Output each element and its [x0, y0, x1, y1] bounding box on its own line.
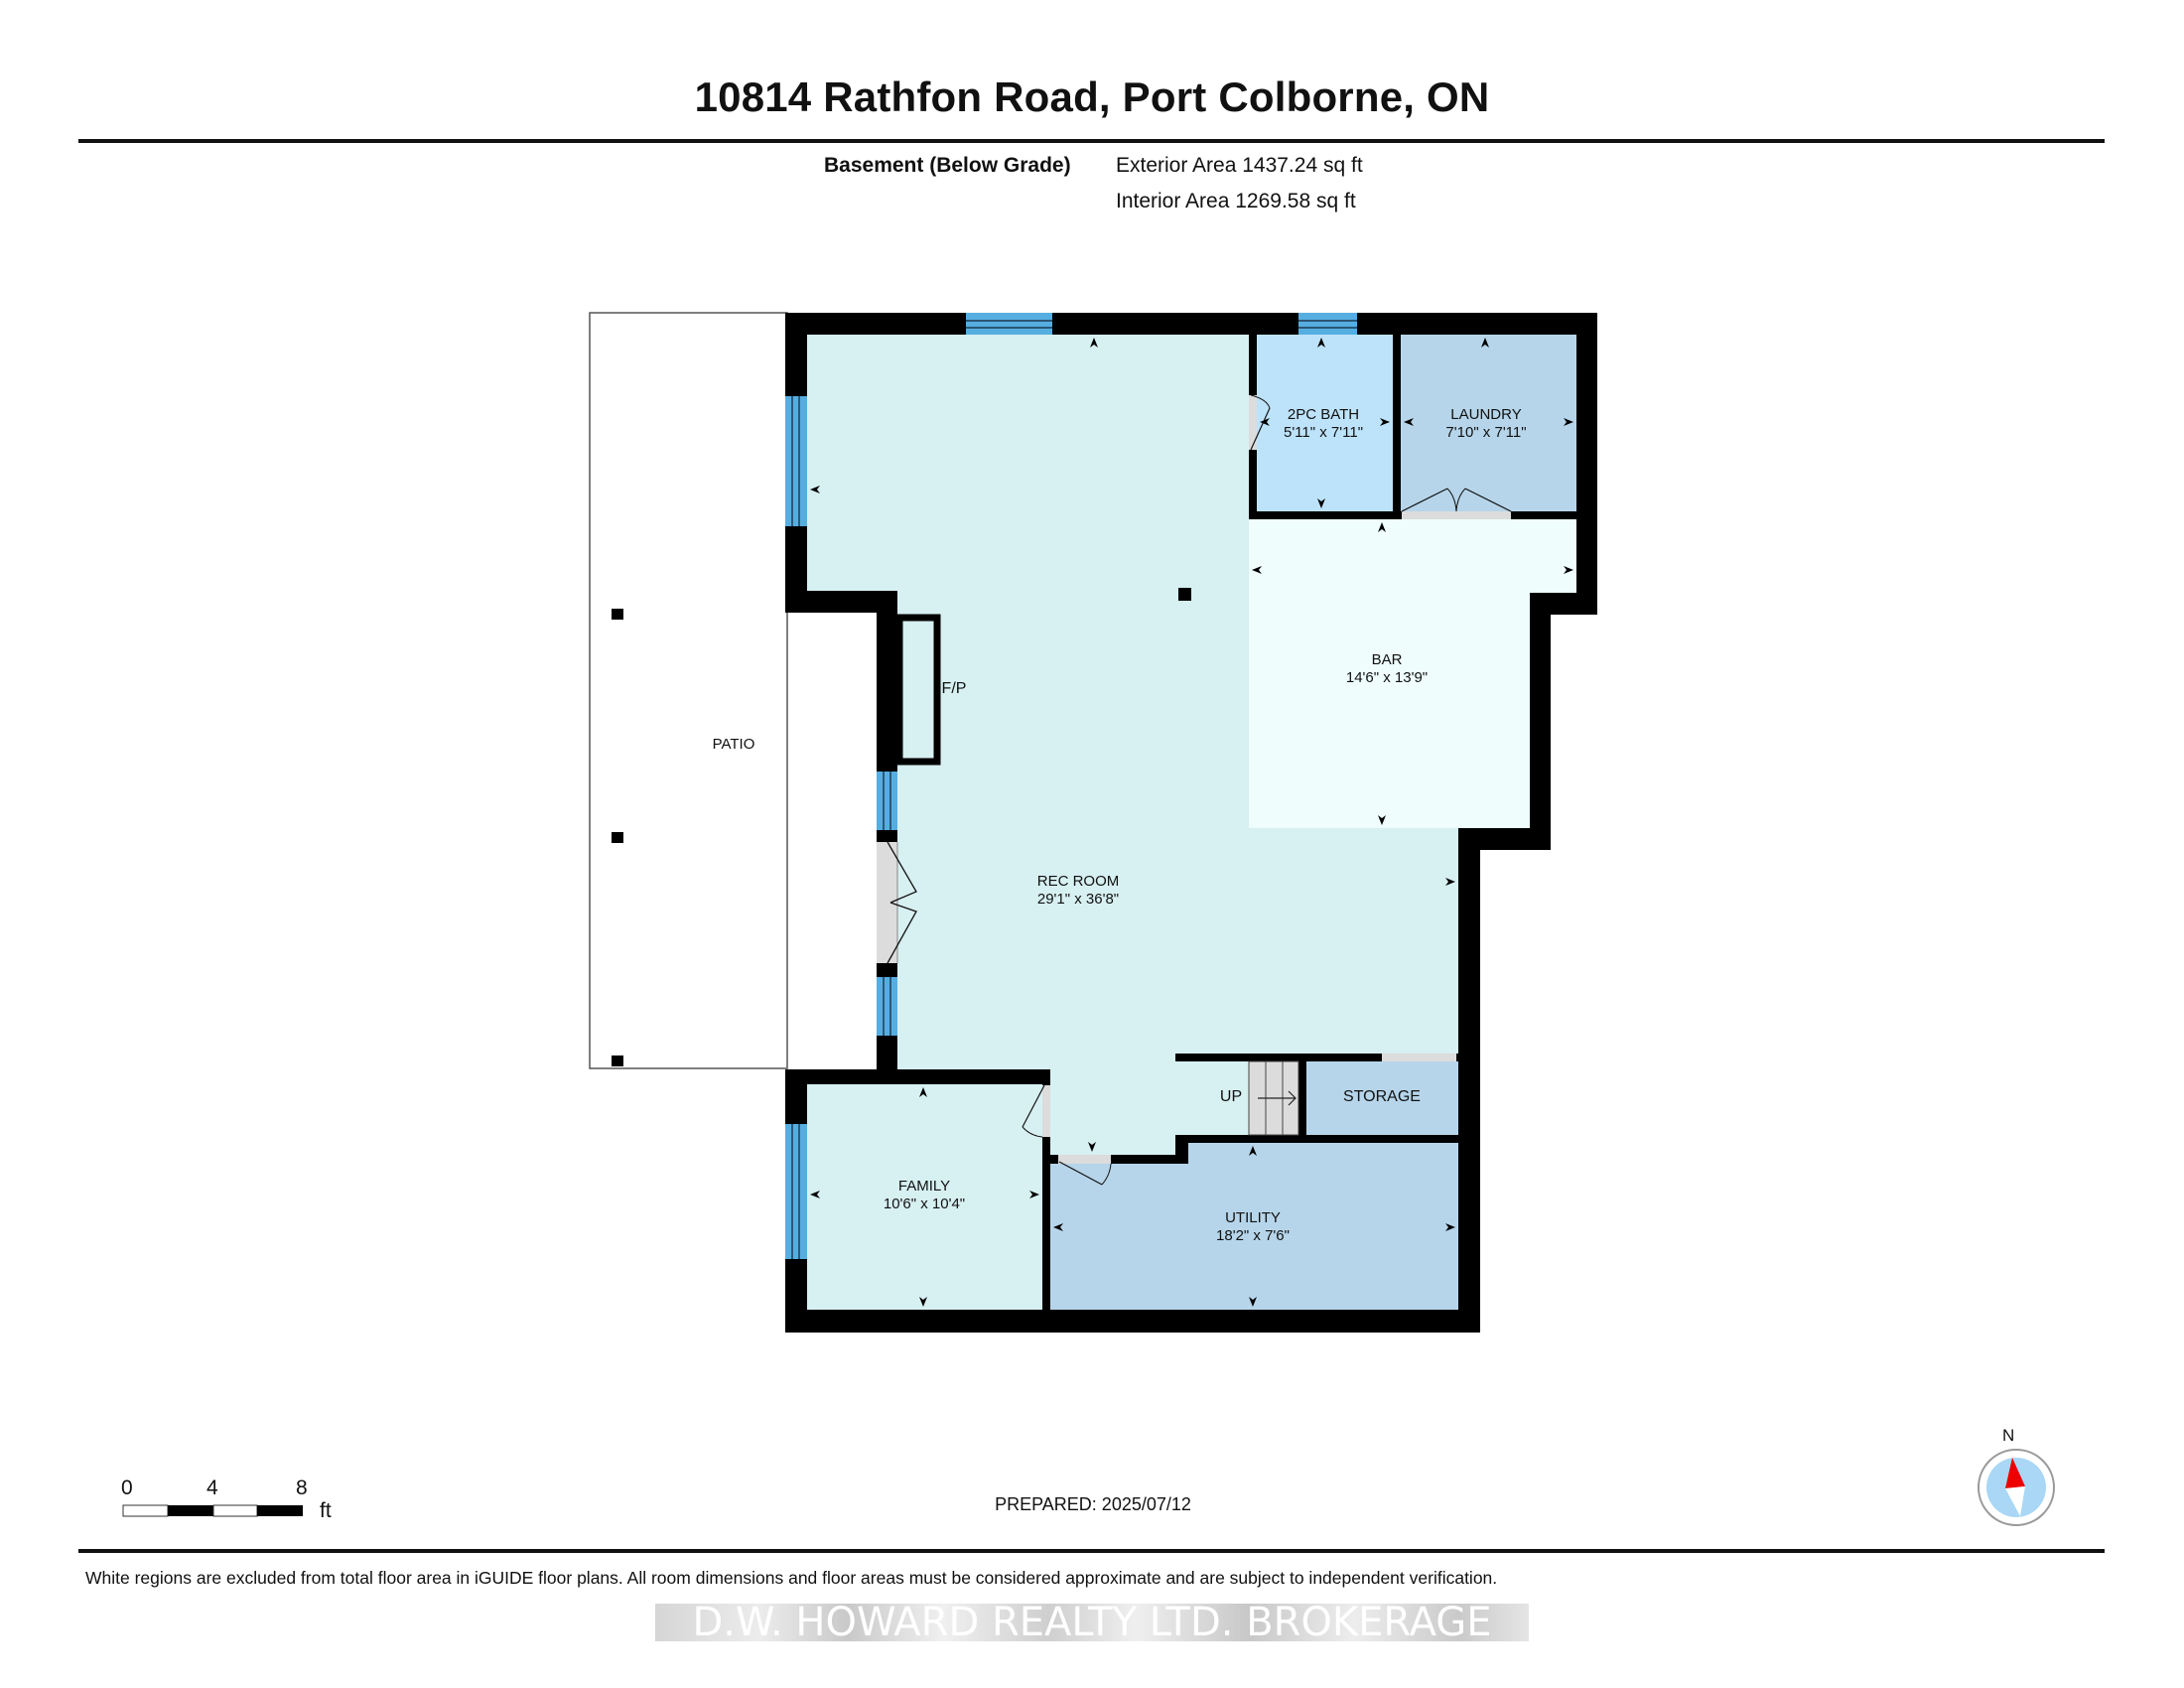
wall	[1050, 1155, 1188, 1164]
stair-arrow-icon	[1258, 1090, 1297, 1106]
room-name: PATIO	[712, 736, 755, 753]
window	[785, 1124, 807, 1259]
room-name: REC ROOM	[1036, 873, 1120, 890]
fireplace-label: F/P	[941, 680, 967, 697]
wall	[785, 1069, 1050, 1084]
wall	[1180, 1135, 1458, 1143]
window	[966, 313, 1052, 335]
bath-door	[1249, 394, 1271, 451]
patio-post	[612, 832, 623, 843]
patio-post	[612, 1055, 623, 1066]
wall	[1180, 1135, 1188, 1164]
room-name: UTILITY	[1225, 1209, 1281, 1226]
patio-area	[589, 312, 788, 1069]
prepared-date: PREPARED: 2025/07/12	[995, 1494, 1191, 1514]
room-label-bath: 2PC BATH 5'11" x 7'11"	[1284, 406, 1363, 442]
room-bar	[1249, 519, 1576, 828]
scale-label-4: 4	[206, 1477, 218, 1499]
stair-landing	[1175, 1061, 1249, 1135]
compass-north-label: N	[2002, 1426, 2015, 1445]
fireplace	[895, 614, 941, 766]
room-dims: 5'11" x 7'11"	[1283, 424, 1364, 441]
exterior-area: Exterior Area 1437.24 sq ft	[1116, 154, 1363, 177]
disclaimer: White regions are excluded from total fl…	[85, 1568, 1498, 1588]
room-dims: 29'1" x 36'8"	[1036, 891, 1120, 908]
family-door	[1022, 1084, 1050, 1138]
room-dims: 10'6" x 10'4"	[883, 1196, 966, 1212]
patio-double-door	[877, 841, 917, 964]
room-name: LAUNDRY	[1450, 406, 1522, 423]
dimension-markers	[810, 338, 1573, 1307]
room-laundry	[1401, 335, 1576, 511]
room-label-patio: PATIO	[713, 736, 755, 754]
page-title: 10814 Rathfon Road, Port Colborne, ON	[694, 73, 1490, 120]
room-family	[807, 1084, 1042, 1310]
wall	[1175, 1054, 1458, 1061]
wall	[1393, 335, 1401, 519]
room-name: BAR	[1371, 651, 1403, 668]
footer-rule	[78, 1549, 2105, 1553]
window	[877, 772, 897, 830]
laundry-double-door	[1401, 488, 1512, 519]
compass-icon	[1978, 1449, 2055, 1526]
room-name: 2PC BATH	[1287, 406, 1360, 423]
window	[1298, 313, 1357, 335]
room-dims: 18'2" x 7'6"	[1216, 1227, 1290, 1244]
room-utility	[1050, 1143, 1458, 1310]
room-storage	[1306, 1061, 1458, 1135]
room-dims: 7'10" x 7'11"	[1445, 424, 1527, 441]
window	[785, 396, 807, 526]
room-rec-room	[807, 335, 1458, 1155]
room-dims: 14'6" x 13'9"	[1345, 669, 1429, 686]
structural-post	[1178, 588, 1191, 601]
level-name: Basement (Below Grade)	[824, 154, 1071, 177]
room-name: STORAGE	[1343, 1088, 1421, 1105]
header-rule	[78, 139, 2105, 143]
room-label-utility: UTILITY 18'2" x 7'6"	[1216, 1209, 1290, 1245]
storage-opening	[1382, 1054, 1456, 1061]
scale-label-0: 0	[121, 1477, 133, 1499]
room-bath	[1257, 335, 1393, 511]
room-label-rec-room: REC ROOM 29'1" x 36'8"	[1037, 873, 1120, 909]
room-label-laundry: LAUNDRY 7'10" x 7'11"	[1445, 406, 1526, 442]
patio-post	[612, 609, 623, 620]
room-label-family: FAMILY 10'6" x 10'4"	[884, 1178, 965, 1213]
room-label-bar: BAR 14'6" x 13'9"	[1346, 651, 1428, 687]
wall	[1042, 1069, 1050, 1310]
room-label-storage: STORAGE	[1343, 1088, 1421, 1106]
scale-label-8: 8	[296, 1477, 308, 1499]
scale-bar	[122, 1504, 303, 1517]
brokerage-watermark: D.W. HOWARD REALTY LTD. BROKERAGE	[655, 1604, 1529, 1641]
room-name: FAMILY	[897, 1178, 951, 1195]
scale-unit: ft	[320, 1499, 332, 1522]
stairs-label: UP	[1219, 1088, 1243, 1105]
wall	[1298, 1061, 1306, 1143]
interior-area: Interior Area 1269.58 sq ft	[1116, 190, 1356, 212]
window	[877, 977, 897, 1036]
utility-door	[1058, 1155, 1112, 1186]
